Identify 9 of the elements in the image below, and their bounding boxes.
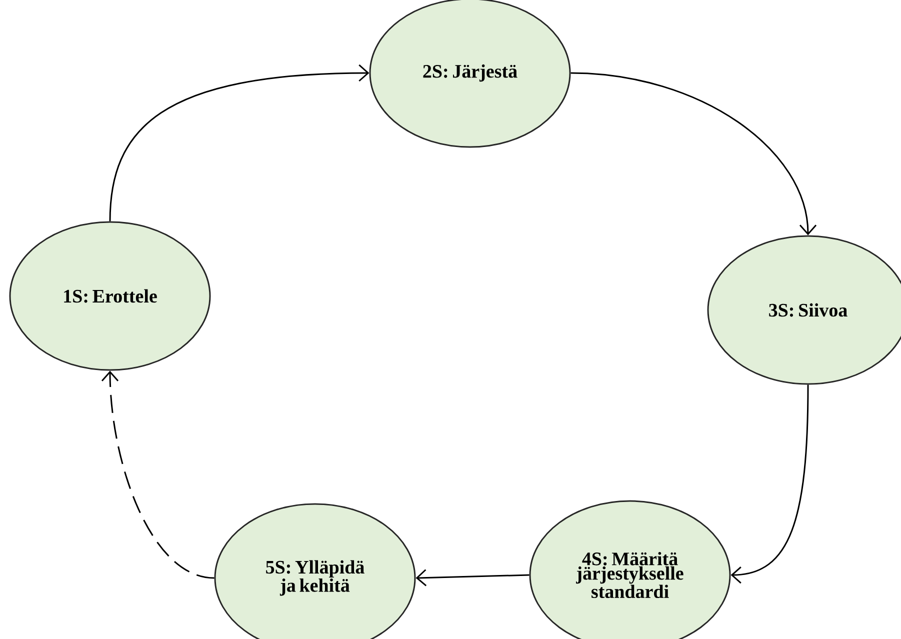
arrow	[570, 72, 817, 236]
arrow	[109, 64, 370, 222]
arrow	[730, 384, 809, 584]
ellipse-node: 5S: Ylläpidä ja kehitä	[214, 503, 416, 639]
arrow	[101, 370, 214, 579]
ellipse-node: 1S: Erottele	[9, 221, 211, 371]
ellipse-node: 4S: Määritä järjestykselle standardi	[529, 500, 731, 639]
ellipse-node: 3S: Siivoa	[707, 235, 901, 385]
arrow	[416, 569, 530, 586]
